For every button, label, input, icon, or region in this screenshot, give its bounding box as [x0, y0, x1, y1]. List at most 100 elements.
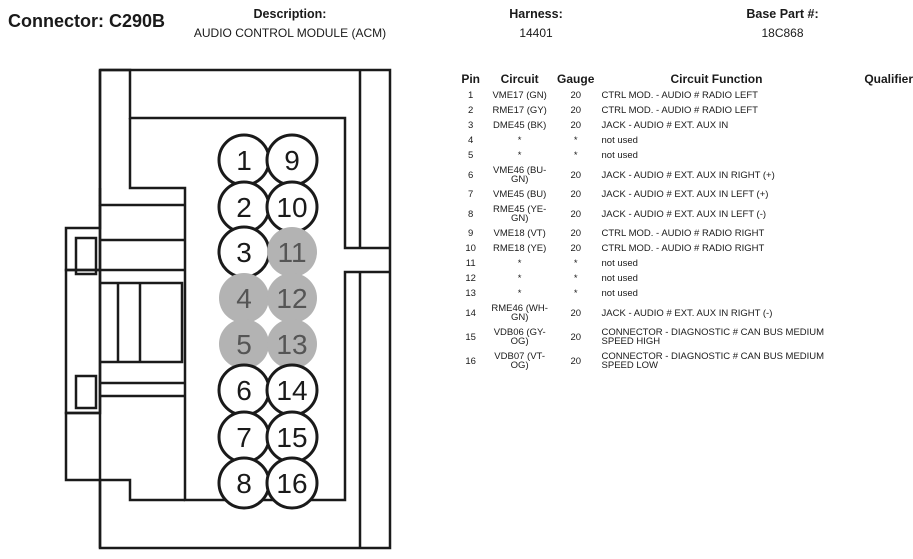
circuit-id: DME45 (BK)	[492, 120, 547, 131]
pin-table-header: Pin Circuit Gauge Circuit Function Quali…	[455, 72, 913, 88]
circuit-id: *	[517, 288, 522, 299]
wire-gauge: 20	[570, 208, 582, 220]
description-value: AUDIO CONTROL MODULE (ACM)	[193, 26, 387, 40]
connector-pin-5: 5	[219, 319, 269, 369]
pin-label: 13	[276, 329, 307, 360]
pin-number: 14	[465, 307, 476, 319]
pin-label: 11	[277, 237, 306, 268]
circuit-id: VME46 (BU-GN)	[492, 165, 547, 185]
table-row: 12**not used	[455, 271, 913, 286]
connector-pin-1: 1	[217, 133, 271, 187]
pin-circle	[267, 319, 317, 369]
connector-pin-10: 10	[265, 180, 319, 234]
pin-label: 15	[276, 422, 307, 453]
connector-housing-outline	[64, 68, 392, 550]
circuit-id: VME17 (GN)	[492, 90, 547, 101]
pin-label: 5	[236, 329, 252, 360]
pin-label: 9	[284, 145, 300, 176]
circuit-id: VDB07 (VT-OG)	[494, 351, 545, 371]
circuit-id: *	[517, 273, 522, 284]
connector-pin-7: 7	[217, 410, 271, 464]
harness-block: Harness: 14401	[476, 7, 596, 40]
header-pin: Pin	[461, 72, 481, 86]
qualifier	[834, 271, 913, 286]
qualifier	[834, 163, 913, 187]
qualifier	[834, 286, 913, 301]
connector-pin-8: 8	[217, 456, 271, 510]
circuit-id: *	[517, 150, 522, 161]
circuit-id: RME18 (YE)	[492, 243, 547, 254]
header-circuit: Circuit	[500, 72, 539, 86]
pin-label: 8	[236, 468, 252, 499]
wire-gauge: *	[573, 150, 578, 161]
connector-pin-13: 13	[267, 319, 317, 369]
table-row: 6 VME46 (BU-GN) 20 JACK - AUDIO # EXT. AUX …	[455, 163, 913, 187]
connector-pin-6: 6	[217, 363, 271, 417]
table-row: 4**not used	[455, 133, 913, 148]
circuit-function: not used	[601, 135, 638, 146]
pin-number: 16	[465, 355, 476, 367]
pin-circle	[219, 319, 269, 369]
circuit-function: JACK - AUDIO # EXT. AUX IN LEFT (+)	[601, 189, 769, 200]
base-part-value: 18C868	[761, 26, 804, 40]
connector-pin-2: 2	[217, 180, 271, 234]
qualifier	[834, 241, 913, 256]
header-qualifier: Qualifier	[864, 72, 913, 86]
wire-gauge: 20	[570, 169, 582, 181]
connector-pin-16: 16	[265, 456, 319, 510]
circuit-function: not used	[601, 258, 638, 269]
circuit-id: *	[517, 135, 522, 146]
pin-label: 14	[276, 375, 307, 406]
wire-gauge: 20	[570, 90, 582, 101]
connector-pin-15: 15	[265, 410, 319, 464]
qualifier	[834, 133, 913, 148]
circuit-function: JACK - AUDIO # EXT. AUX IN RIGHT (+)	[601, 169, 775, 181]
qualifier	[834, 202, 913, 226]
table-row: 11 * * not used	[455, 256, 913, 271]
pin-circle	[265, 456, 319, 510]
circuit-function: CTRL MOD. - AUDIO # RADIO LEFT	[601, 105, 758, 116]
harness-value: 14401	[519, 26, 553, 40]
pin-label: 7	[236, 422, 252, 453]
circuit-id: VME18 (VT)	[493, 228, 546, 239]
circuit-function: CTRL MOD. - AUDIO # RADIO LEFT	[601, 90, 758, 101]
circuit-function: JACK - AUDIO # EXT. AUX IN	[601, 120, 729, 131]
pin-label: 12	[276, 283, 307, 314]
pin-number: 6	[468, 169, 474, 181]
base-part-label: Base Part #:	[746, 7, 819, 21]
wire-gauge: *	[573, 258, 578, 269]
wire-gauge: 20	[570, 307, 582, 319]
qualifier	[834, 187, 913, 202]
qualifier	[834, 349, 913, 373]
pin-number: 11	[465, 258, 476, 269]
table-row: 13**not used	[455, 286, 913, 301]
pin-table: Pin Circuit Gauge Circuit Function Quali…	[455, 72, 913, 373]
wire-gauge: *	[573, 273, 578, 284]
pin-number: 8	[468, 208, 474, 220]
base-part-block: Base Part #: 18C868	[710, 7, 855, 40]
pin-label: 3	[236, 237, 252, 268]
pin-number: 13	[465, 288, 476, 299]
circuit-function: JACK - AUDIO # EXT. AUX IN RIGHT (-)	[601, 307, 773, 319]
circuit-id: RME45 (YE-GN)	[492, 204, 547, 224]
circuit-id: VME45 (BU)	[492, 189, 547, 200]
qualifier	[834, 88, 913, 103]
circuit-function: CONNECTOR - DIAGNOSTIC # CAN BUS MEDIUM …	[601, 351, 825, 371]
circuit-function: not used	[601, 273, 638, 284]
circuit-id: *	[517, 258, 522, 269]
connector-title: Connector: C290B	[8, 11, 166, 31]
pin-circle	[267, 227, 317, 277]
pin-label: 6	[236, 375, 252, 406]
description-block: Description: AUDIO CONTROL MODULE (ACM)	[150, 7, 430, 40]
pin-circle	[267, 273, 317, 323]
pin-number: 15	[465, 331, 476, 343]
